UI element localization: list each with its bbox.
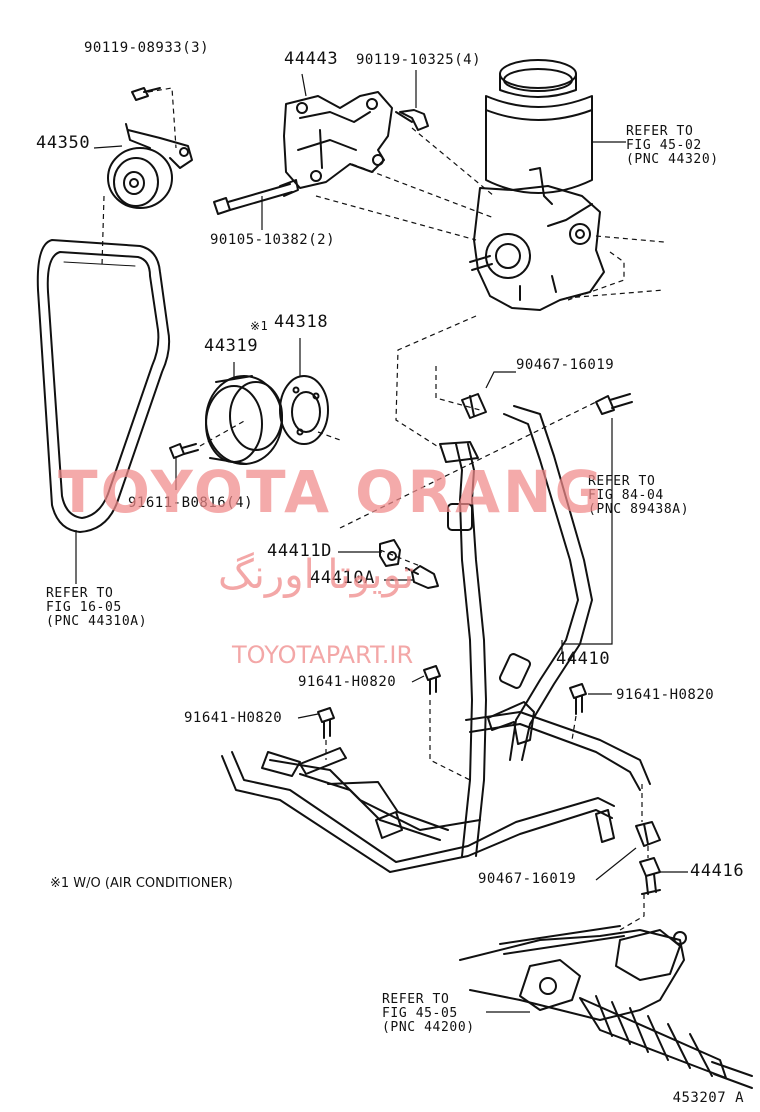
refer-fig-84-04: REFER TO FIG 84-04 (PNC 89438A) <box>588 475 689 517</box>
bolt-91641-h0820-b <box>317 707 335 739</box>
return-tubes <box>221 701 651 873</box>
leader-lines <box>75 70 688 1013</box>
refer-line: (PNC 89438A) <box>588 502 690 517</box>
pump-bracket <box>283 91 393 189</box>
footnote: ※1 W/O (AIR CONDITIONER) <box>50 876 233 891</box>
refer-fig-45-02: REFER TO FIG 45-02 (PNC 44320) <box>626 125 719 167</box>
label-44318: 44318 <box>274 312 329 332</box>
watermark-persian: تویوتا اورنگ <box>218 552 415 598</box>
label-91611-b0816: 91611-B0816(4) <box>128 495 254 511</box>
drive-belt <box>36 239 171 533</box>
label-44443: 44443 <box>284 49 339 69</box>
watermark-brand: TOYOTA ORANG <box>58 458 606 526</box>
label-90467-16019-bottom: 90467-16019 <box>478 871 577 887</box>
label-44410: 44410 <box>556 649 611 669</box>
bolt-90119-10325 <box>395 109 429 131</box>
refer-fig-45-05: REFER TO FIG 45-05 (PNC 44200) <box>382 993 475 1035</box>
clamp-44411d <box>379 539 401 567</box>
refer-line: (PNC 44200) <box>382 1020 475 1035</box>
label-44319: 44319 <box>204 336 259 356</box>
reference-lines <box>101 87 665 931</box>
label-91641-h0820-c: 91641-H0820 <box>616 687 715 703</box>
refer-line: (PNC 44320) <box>626 152 719 167</box>
label-90467-16019-top: 90467-16019 <box>516 357 615 373</box>
power-steering-pump <box>469 167 605 311</box>
label-44416: 44416 <box>690 861 745 881</box>
refer-line: REFER TO <box>626 124 694 139</box>
label-90119-10325: 90119-10325(4) <box>356 52 482 68</box>
bolt-91641-h0820-a <box>423 665 441 695</box>
hose-clip-top <box>461 393 487 419</box>
watermark-site: TOYOTAPART.IR <box>232 641 414 669</box>
bolt-91611-b0816 <box>169 443 199 459</box>
refer-line: REFER TO <box>588 474 656 489</box>
bolt-91641-h0820-c <box>569 683 587 715</box>
bolt-44410a <box>405 565 439 589</box>
refer-line: FIG 84-04 <box>588 488 664 503</box>
label-90105-10382: 90105-10382(2) <box>210 232 336 248</box>
idler-pulley <box>107 123 193 209</box>
label-91641-h0820-b: 91641-H0820 <box>184 710 283 726</box>
label-44350: 44350 <box>36 133 91 153</box>
hose-clip-bottom <box>635 821 661 847</box>
label-90119-08933: 90119-08933(3) <box>84 40 210 56</box>
bolt-90119-08933 <box>131 87 161 101</box>
pressure-hose <box>439 405 593 857</box>
refer-line: FIG 45-02 <box>626 138 702 153</box>
refer-line: REFER TO <box>382 992 450 1007</box>
union-bolt-top <box>595 393 633 415</box>
refer-line: FIG 16-05 <box>46 600 122 615</box>
steering-gear <box>459 925 753 1089</box>
crankshaft-pulley <box>205 375 283 465</box>
refer-fig-16-05: REFER TO FIG 16-05 (PNC 44310A) <box>46 587 147 629</box>
refer-line: (PNC 44310A) <box>46 614 148 629</box>
refer-line: FIG 45-05 <box>382 1006 458 1021</box>
refer-line: REFER TO <box>46 586 114 601</box>
bolt-90105-10382 <box>213 179 299 215</box>
pulley-gasket <box>279 375 329 445</box>
label-44411d: 44411D <box>267 541 333 561</box>
pump-reservoir <box>485 59 593 194</box>
union-44416 <box>639 857 661 895</box>
label-44318-note-mark: ※1 <box>250 319 269 333</box>
label-44410a: 44410A <box>310 568 376 588</box>
label-91641-h0820-a: 91641-H0820 <box>298 674 397 690</box>
figure-id: 453207 A <box>672 1090 744 1106</box>
